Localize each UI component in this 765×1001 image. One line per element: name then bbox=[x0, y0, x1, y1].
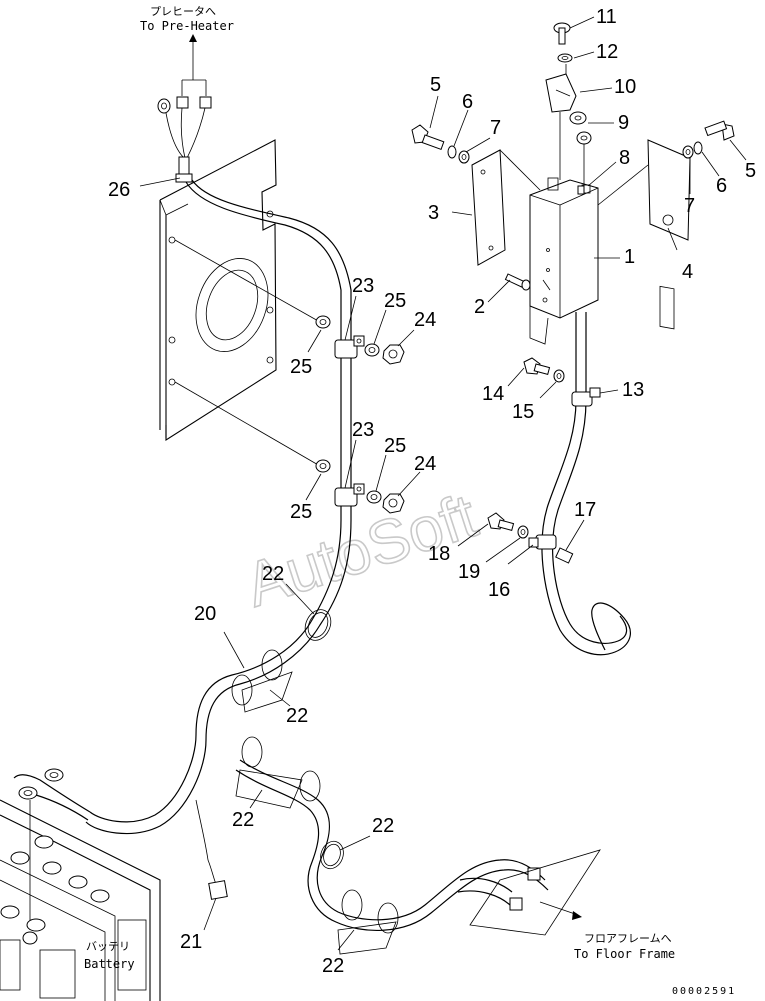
floor-frame-note: フロアフレームへ To Floor Frame bbox=[469, 849, 675, 961]
callout-22-top: 22 bbox=[262, 563, 284, 585]
callout-22-upper: 22 bbox=[286, 705, 308, 727]
callout-6-right: 6 bbox=[716, 175, 727, 197]
harness-hose-lower bbox=[235, 759, 549, 932]
callout-19: 19 bbox=[458, 561, 480, 583]
washer-6-left bbox=[447, 145, 457, 159]
callout-20: 20 bbox=[194, 603, 216, 625]
callout-5-left: 5 bbox=[430, 74, 441, 96]
drawing-code: 00002591 bbox=[672, 986, 736, 997]
callout-22-bottom: 22 bbox=[322, 955, 344, 977]
washer-15 bbox=[553, 369, 565, 383]
washer-7-left bbox=[458, 150, 470, 164]
callout-10: 10 bbox=[614, 76, 636, 98]
callout-23-lower: 23 bbox=[352, 419, 374, 441]
washer-25-lower-right bbox=[366, 490, 382, 504]
washer-25-lower-left bbox=[315, 459, 331, 473]
cover-plate-3 bbox=[471, 149, 541, 266]
harness-hose-upper bbox=[85, 179, 352, 835]
nut-9-upper bbox=[569, 111, 587, 125]
washer-19 bbox=[517, 525, 529, 539]
harness-hose-right bbox=[541, 312, 631, 656]
clamp-13 bbox=[571, 387, 601, 407]
pre-heater-label-en: To Pre-Heater bbox=[140, 19, 234, 33]
bolt-18 bbox=[487, 512, 515, 531]
clip-22-lower bbox=[320, 840, 344, 870]
callout-12: 12 bbox=[596, 41, 618, 63]
callout-5-right: 5 bbox=[745, 160, 756, 182]
stud-17 bbox=[555, 547, 574, 564]
leader-lines bbox=[139, 16, 747, 951]
callout-21: 21 bbox=[180, 931, 202, 953]
callout-25-lower-left: 25 bbox=[290, 501, 312, 523]
callout-18: 18 bbox=[428, 543, 450, 565]
callout-9: 9 bbox=[618, 112, 629, 134]
bolt-14 bbox=[523, 357, 551, 375]
washer-25-upper-right bbox=[364, 343, 380, 357]
callout-labels: 26 3 1 4 2 5 6 7 5 6 7 8 9 10 11 12 13 1… bbox=[108, 6, 756, 977]
bolt-2 bbox=[504, 273, 531, 291]
screw-11 bbox=[553, 22, 571, 45]
callout-14: 14 bbox=[482, 383, 504, 405]
washer-12 bbox=[557, 53, 573, 63]
callout-7-left: 7 bbox=[490, 117, 501, 139]
mounting-plate bbox=[159, 139, 321, 467]
nut-9-lower bbox=[576, 131, 592, 190]
clamp-23-upper bbox=[334, 335, 365, 359]
callout-15: 15 bbox=[512, 401, 534, 423]
battery-label-en: Battery bbox=[84, 957, 135, 971]
callout-26: 26 bbox=[108, 179, 130, 201]
callout-24-upper: 24 bbox=[414, 309, 436, 331]
bracket-10 bbox=[545, 64, 577, 180]
bolt-5-right bbox=[704, 120, 735, 141]
callout-16: 16 bbox=[488, 579, 510, 601]
battery-cable bbox=[13, 768, 217, 930]
callout-3: 3 bbox=[428, 202, 439, 224]
callout-25-lower-right: 25 bbox=[384, 435, 406, 457]
washer-25-upper-left bbox=[315, 315, 331, 329]
pre-heater-label-jp: プレヒータへ bbox=[150, 5, 216, 18]
washer-6-right bbox=[693, 141, 703, 155]
stud-8 bbox=[577, 185, 585, 195]
callout-8: 8 bbox=[619, 147, 630, 169]
callout-24-lower: 24 bbox=[414, 453, 436, 475]
battery-label-jp: バッテリ bbox=[86, 940, 130, 953]
clamp-23-lower bbox=[334, 483, 365, 507]
callout-25-upper-left: 25 bbox=[290, 356, 312, 378]
callout-23-upper: 23 bbox=[352, 275, 374, 297]
callout-13: 13 bbox=[622, 379, 644, 401]
callout-1: 1 bbox=[624, 246, 635, 268]
callout-4: 4 bbox=[682, 261, 693, 283]
callout-2: 2 bbox=[474, 296, 485, 318]
callout-11: 11 bbox=[596, 6, 617, 28]
clip-22-upper-pair bbox=[231, 649, 293, 713]
nut-24-lower bbox=[382, 493, 405, 514]
clip-22-bottom-pair bbox=[337, 889, 399, 955]
callout-17: 17 bbox=[574, 499, 596, 521]
bolt-5-left bbox=[411, 124, 445, 150]
callout-6-left: 6 bbox=[462, 91, 473, 113]
callout-22-lower: 22 bbox=[372, 815, 394, 837]
nut-24-upper bbox=[382, 344, 405, 365]
clamp-16 bbox=[528, 534, 557, 550]
pre-heater-note: プレヒータへ To Pre-Heater bbox=[140, 5, 234, 96]
callout-22-middle: 22 bbox=[232, 809, 254, 831]
clip-22-middle-pair bbox=[235, 736, 321, 809]
pre-heater-connectors bbox=[157, 96, 212, 183]
callout-7-right: 7 bbox=[684, 195, 695, 217]
clip-22-top bbox=[304, 609, 332, 641]
connector-21 bbox=[208, 880, 228, 900]
switch-panel-4 bbox=[597, 139, 691, 330]
switch-box-1 bbox=[529, 177, 599, 345]
battery: バッテリ Battery bbox=[0, 799, 161, 1001]
washer-7-right bbox=[682, 145, 694, 159]
floor-frame-label-en: To Floor Frame bbox=[574, 947, 675, 961]
floor-frame-label-jp: フロアフレームへ bbox=[584, 932, 672, 945]
callout-25-upper-right: 25 bbox=[384, 290, 406, 312]
